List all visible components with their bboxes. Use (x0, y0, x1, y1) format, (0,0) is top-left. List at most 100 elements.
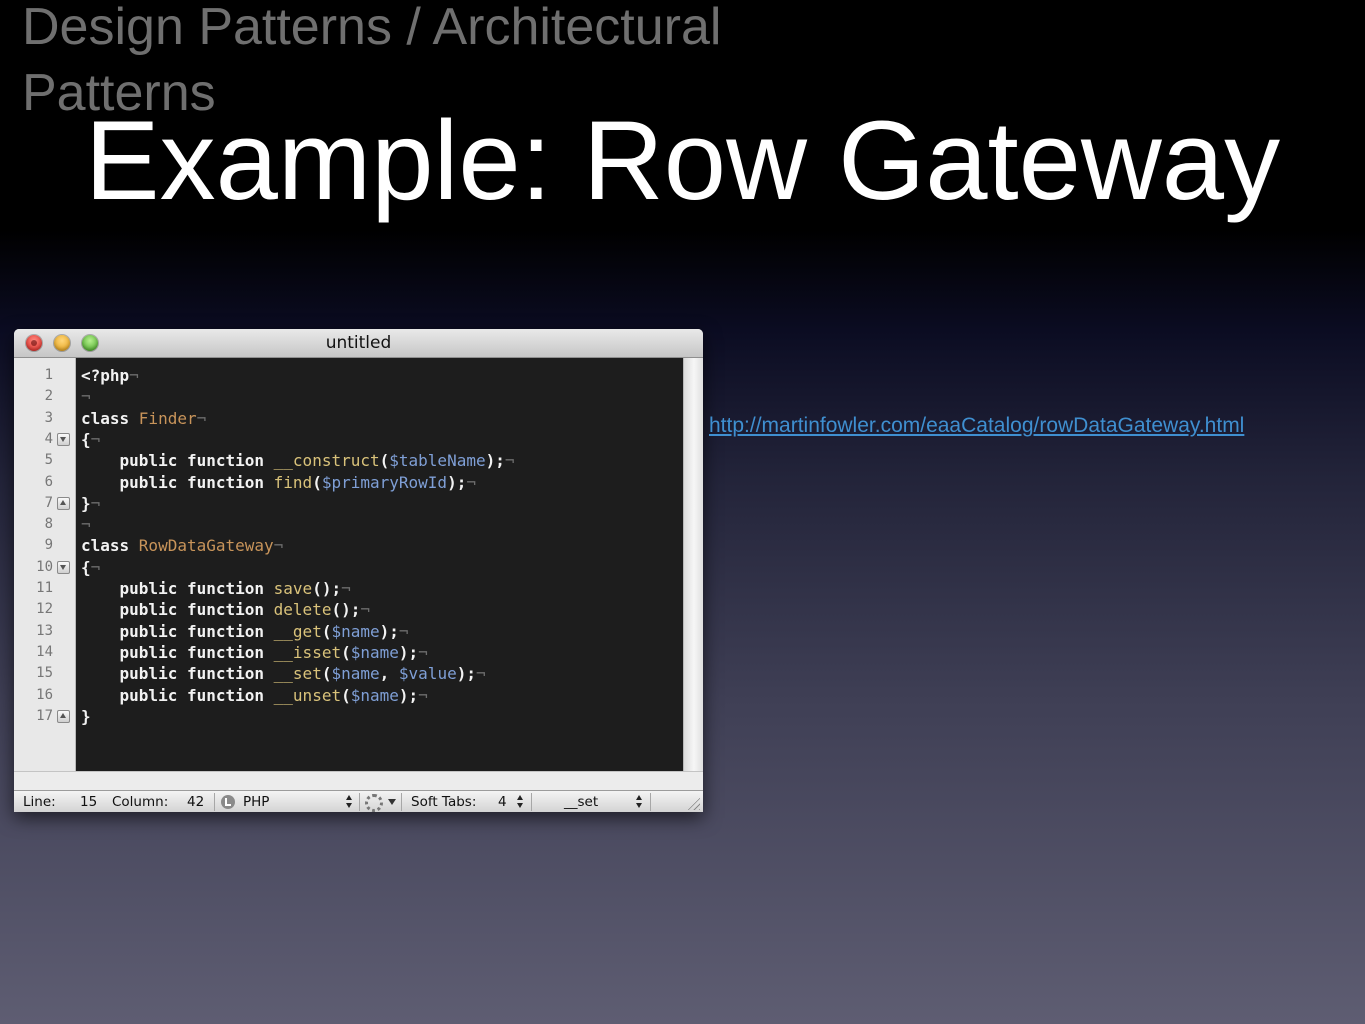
newline-marker: ¬ (81, 387, 91, 407)
code-token: (); (312, 579, 342, 598)
line-number: 12 (36, 601, 53, 618)
code-token: $value (398, 664, 457, 684)
status-bar: Line: 15 Column: 42 PHP Soft Tabs: 4 __s… (14, 790, 703, 812)
line-number: 7 (44, 494, 53, 511)
minimize-button[interactable] (54, 335, 70, 351)
fold-toggle-icon[interactable] (57, 496, 70, 510)
chevron-down-icon[interactable] (388, 799, 396, 805)
code-token: ( (312, 472, 322, 492)
code-line[interactable]: 13 public function __get($name);¬ (14, 621, 683, 642)
divider (214, 793, 215, 811)
horizontal-scroll-area (14, 771, 703, 790)
line-number: 3 (44, 409, 53, 426)
code-token: __get (273, 621, 322, 641)
soft-tabs-chevrons-icon[interactable] (517, 795, 524, 809)
line-number: 10 (36, 558, 53, 575)
newline-marker: ¬ (398, 621, 409, 641)
code-text: {¬ (81, 429, 100, 450)
symbol-chevrons-icon[interactable] (636, 795, 643, 809)
line-number: 17 (36, 707, 53, 724)
line-number: 16 (36, 686, 53, 703)
code-editor[interactable] (14, 358, 683, 771)
language-select[interactable]: PHP (243, 794, 270, 810)
code-text: public function delete();¬ (81, 599, 370, 620)
code-token: public function (81, 472, 274, 492)
grammar-icon[interactable] (221, 795, 235, 809)
soft-tabs-value[interactable]: 4 (498, 794, 507, 810)
code-line[interactable]: 4{¬ (14, 429, 683, 450)
code-line[interactable]: 10 {¬ (14, 557, 683, 578)
code-text: public function save();¬ (81, 578, 351, 599)
code-token: public function (81, 664, 274, 684)
gear-icon[interactable] (365, 794, 383, 812)
code-text: public function __unset($name);¬ (81, 685, 428, 706)
code-text: class RowDataGateway¬ (81, 535, 283, 556)
code-line[interactable]: 16 public function __unset($name);¬ (14, 685, 683, 706)
code-token: { (81, 429, 91, 449)
code-token: ); (398, 685, 419, 705)
code-token: RowDataGateway (138, 536, 274, 556)
code-text: public function __isset($name);¬ (81, 642, 428, 663)
code-token: public function (81, 642, 274, 662)
line-number: 6 (44, 473, 53, 490)
code-line[interactable]: 12 public function delete();¬ (14, 599, 683, 620)
divider (650, 793, 651, 811)
code-line[interactable]: 5 public function __construct($tableName… (14, 450, 683, 471)
language-chevrons-icon[interactable] (346, 795, 353, 809)
code-token: save (273, 579, 313, 598)
newline-marker: ¬ (196, 408, 207, 428)
code-line[interactable]: 17} (14, 706, 683, 727)
symbol-select[interactable]: __set (564, 794, 599, 810)
code-token: public function (81, 579, 274, 598)
code-line[interactable]: 6 public function find($primaryRowId);¬ (14, 472, 683, 493)
code-token: public function (81, 451, 274, 471)
vertical-scrollbar[interactable] (683, 358, 703, 771)
resize-grip-icon[interactable] (686, 796, 700, 810)
code-line[interactable]: 7}¬ (14, 493, 683, 514)
code-token: Finder (138, 408, 197, 428)
code-line[interactable]: 11 public function save();¬ (14, 578, 683, 599)
code-token: public function (81, 600, 274, 620)
newline-marker: ¬ (90, 557, 101, 577)
code-token: $tableName (389, 451, 486, 471)
code-token: { (81, 557, 91, 577)
window-titlebar[interactable]: untitled (14, 329, 703, 358)
code-line[interactable]: 14 public function __isset($name);¬ (14, 642, 683, 663)
code-line[interactable]: 2¬ (14, 386, 683, 407)
soft-tabs-label[interactable]: Soft Tabs: (411, 794, 477, 810)
code-token: ( (321, 664, 332, 684)
code-text: public function __set($name, $value);¬ (81, 663, 486, 684)
newline-marker: ¬ (90, 493, 101, 513)
code-line[interactable]: 1<?php¬ (14, 365, 683, 386)
code-token: __unset (273, 685, 342, 705)
newline-marker: ¬ (360, 600, 370, 620)
code-line[interactable]: 8¬ (14, 514, 683, 535)
rowdatagateway-link[interactable]: http://martinfowler.com/eaaCatalog/rowDa… (709, 414, 1245, 437)
code-token: ( (321, 621, 332, 641)
line-number: 9 (44, 537, 53, 554)
code-token: delete (273, 600, 332, 620)
code-token: $name (331, 621, 380, 641)
code-line[interactable]: 9 class RowDataGateway¬ (14, 535, 683, 556)
code-line[interactable]: 15 public function __set($name, $value);… (14, 663, 683, 684)
code-text: {¬ (81, 557, 100, 578)
close-button[interactable] (26, 335, 42, 351)
fold-toggle-icon[interactable] (57, 560, 70, 574)
code-token: } (81, 493, 91, 513)
code-text: ¬ (81, 386, 91, 407)
line-number: 15 (36, 665, 53, 682)
code-text: public function __get($name);¬ (81, 621, 409, 642)
code-token: public function (81, 685, 274, 705)
fold-toggle-icon[interactable] (57, 432, 70, 446)
newline-marker: ¬ (504, 451, 515, 471)
line-number: 14 (36, 643, 53, 660)
code-token: <?php (81, 366, 130, 385)
fold-toggle-icon[interactable] (57, 709, 70, 723)
line-number: 11 (36, 580, 53, 596)
zoom-button[interactable] (82, 335, 98, 351)
window-title: untitled (325, 333, 392, 353)
newline-marker: ¬ (475, 664, 486, 684)
line-value: 15 (80, 794, 98, 810)
